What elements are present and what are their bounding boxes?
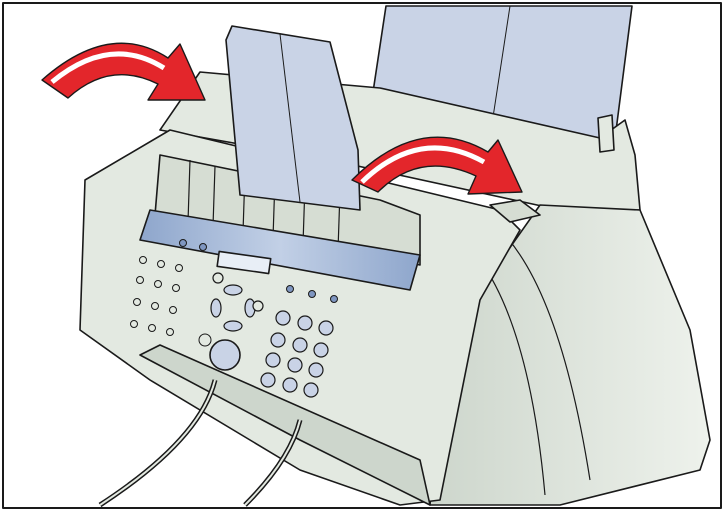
keypad-buttons-icon: [260, 310, 334, 398]
side-curve: [499, 229, 591, 481]
paper-guide-tab: [597, 114, 615, 153]
rotate-arrow-left-icon: [41, 42, 206, 101]
document-support: [225, 25, 361, 211]
start-button: [209, 339, 241, 371]
stop-button: [198, 333, 212, 347]
power-cable-inner: [244, 419, 301, 506]
rotate-arrow-right-inner: [360, 145, 486, 184]
rotate-arrow-right-icon: [351, 136, 523, 195]
phone-cable-inner: [99, 379, 216, 506]
paper-guide-tab: [489, 199, 541, 223]
panel-indicator-buttons: [179, 239, 338, 303]
control-panel-strip: [139, 209, 421, 291]
lcd-display-icon: [216, 250, 272, 275]
rotate-arrow-left-inner: [50, 51, 166, 84]
one-touch-buttons: [130, 256, 183, 336]
document-support-seam: [279, 33, 301, 203]
navigation-cross-icon: [210, 272, 264, 332]
